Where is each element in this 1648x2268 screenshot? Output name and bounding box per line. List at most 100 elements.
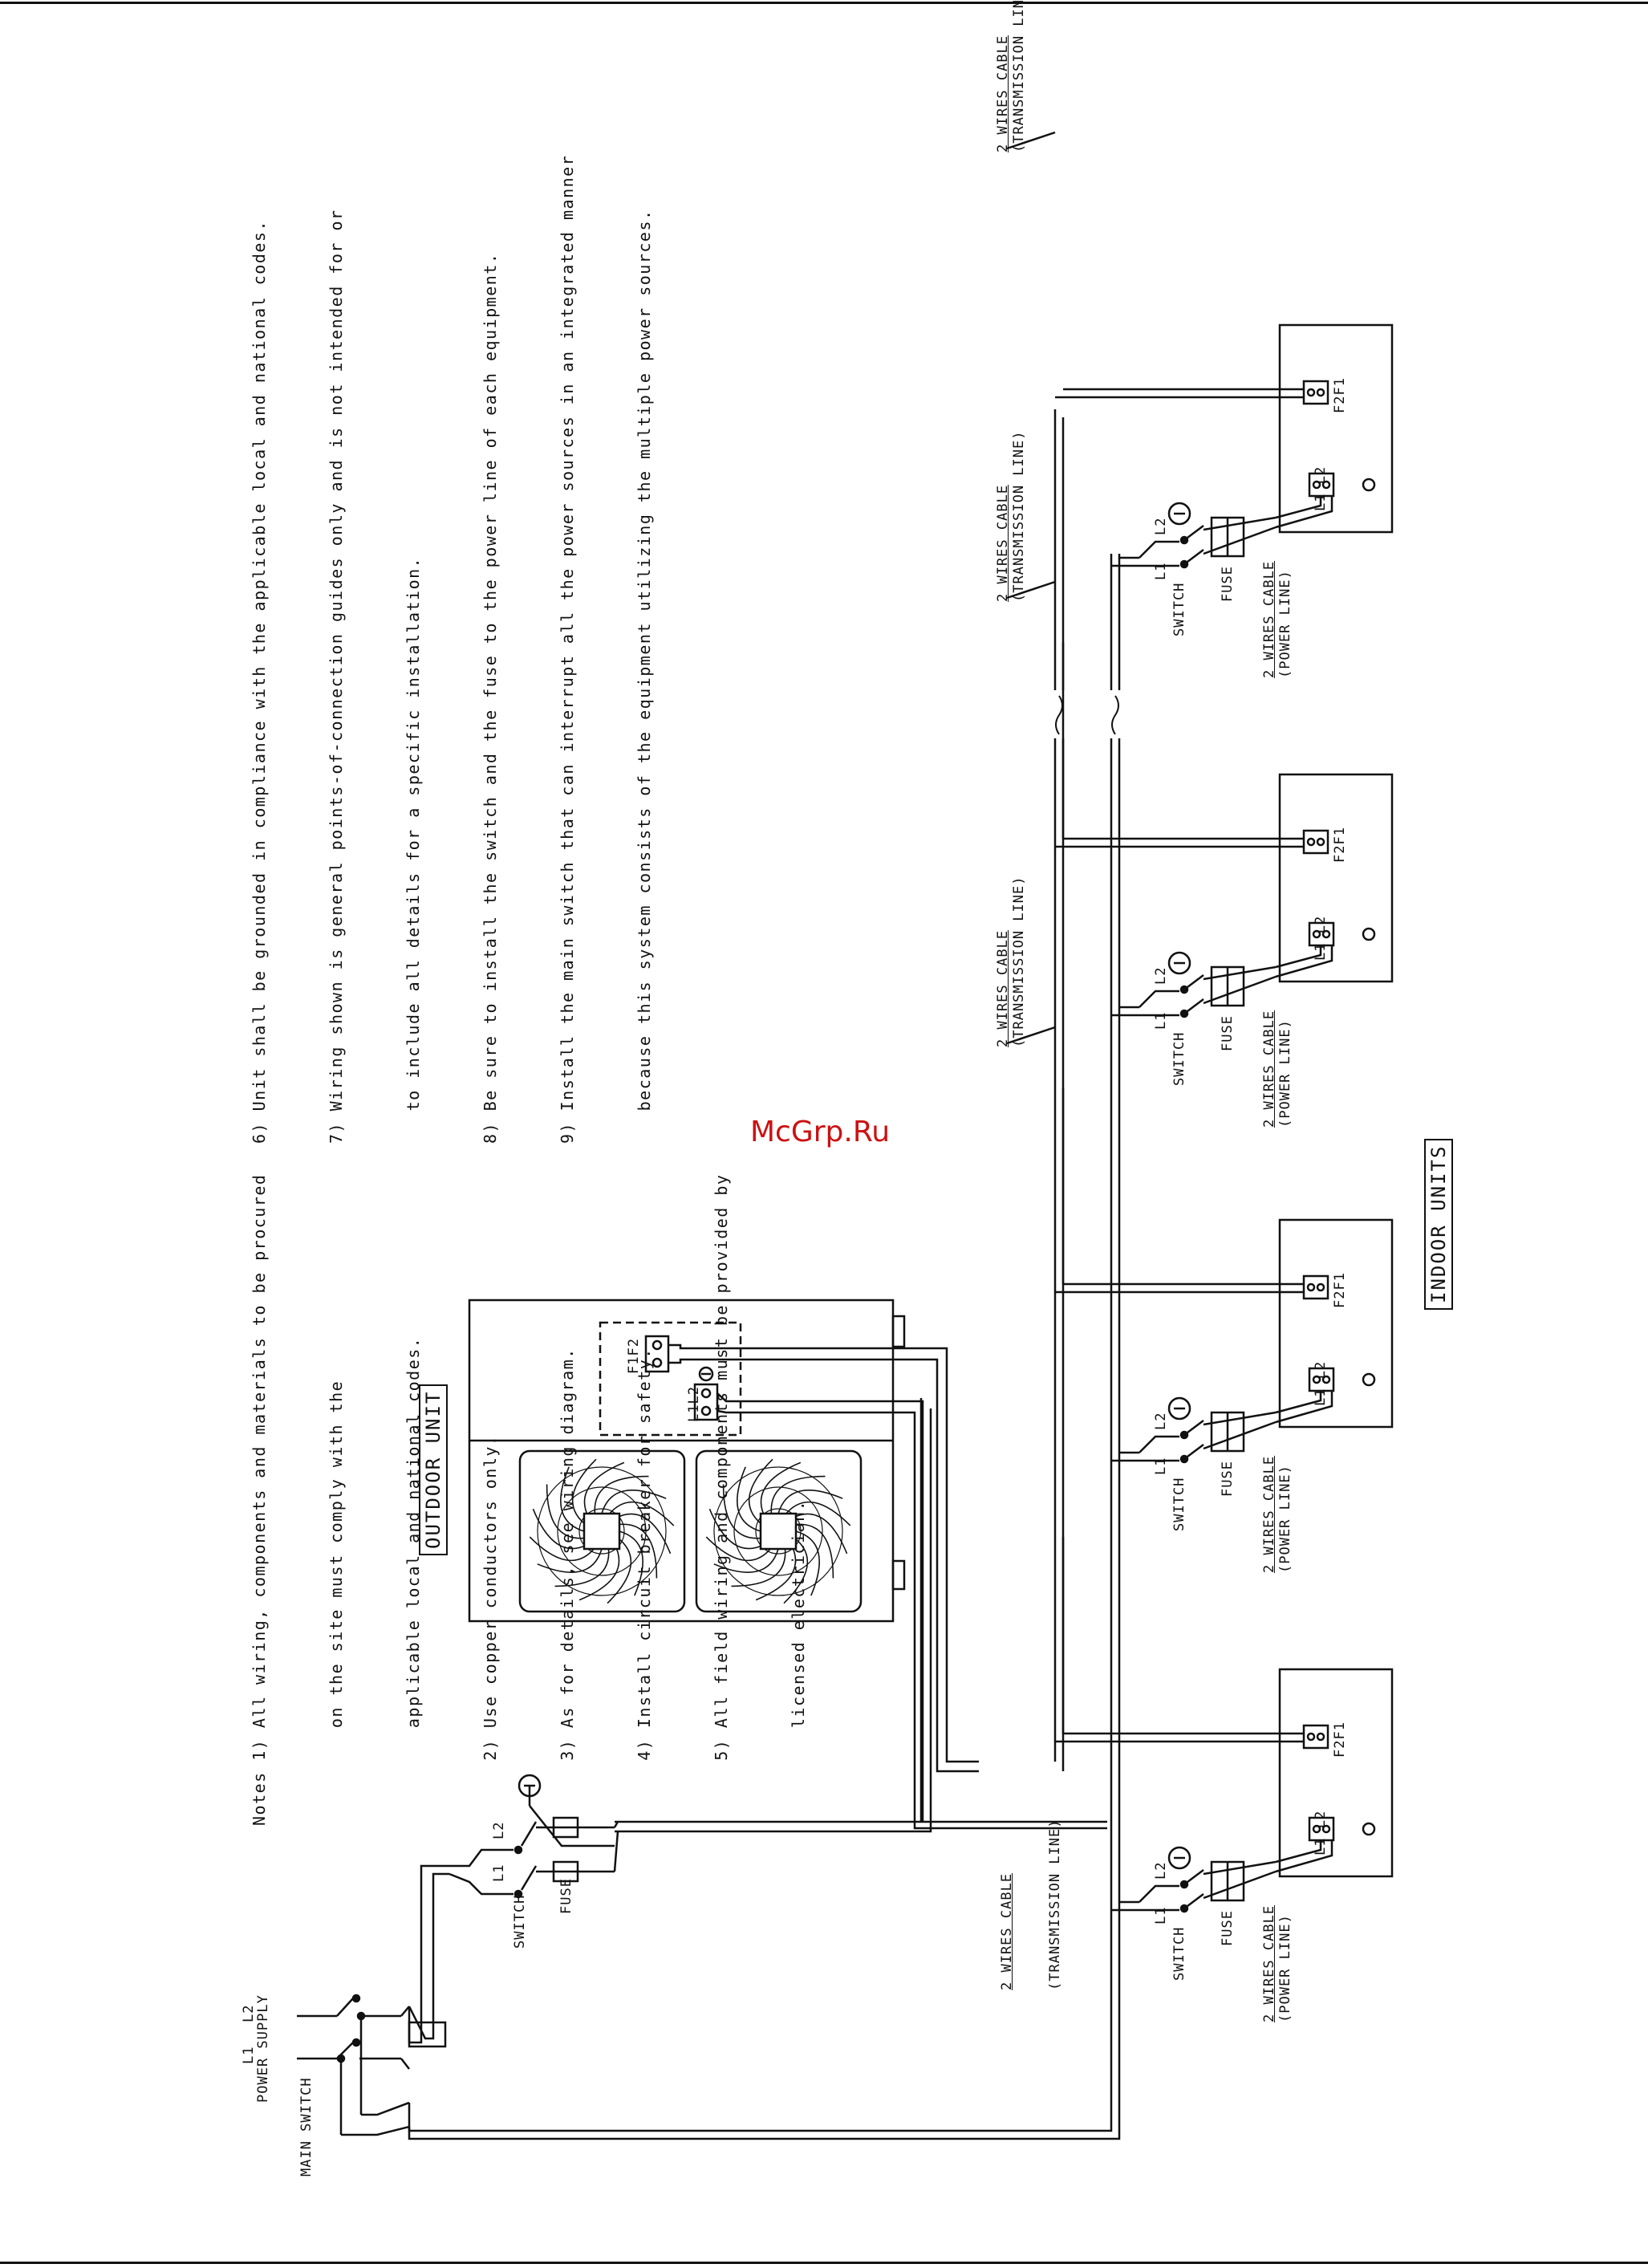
fan-blade — [790, 1513, 848, 1555]
fan-blade — [619, 1530, 643, 1596]
power-wire — [1139, 1884, 1179, 1903]
indoor-terminal-comm-label: F2F1 — [1332, 377, 1348, 413]
power-cable-label: 2 WIRES CABLE — [1261, 560, 1277, 678]
switch-blade — [1187, 549, 1204, 563]
terminal-screw — [1312, 929, 1321, 939]
fan-blade — [737, 1466, 761, 1532]
outdoor-wiring — [615, 1343, 1107, 1833]
fan-blade — [705, 1536, 773, 1562]
trunk-lines — [1053, 409, 1121, 1906]
outdoor-switch-l2: L2 — [491, 1821, 507, 1839]
switch-blade — [1187, 998, 1204, 1012]
power-wire — [1139, 540, 1179, 559]
power-wire — [1203, 1411, 1277, 1426]
cable-type: (TRANSMISSION LINE) — [1047, 1819, 1063, 1990]
terminal-screw — [1321, 480, 1331, 490]
fan-ring — [713, 1466, 843, 1596]
note-line: 4) Install circuit breaker for safety. — [635, 1347, 654, 1826]
power-wire — [1275, 1840, 1333, 1873]
cable-title: 2 WIRES CABLE — [999, 1872, 1015, 1990]
note-line: to include all details for a specific in… — [404, 556, 423, 1144]
switch-contact — [1179, 535, 1189, 545]
power-wire — [1203, 516, 1277, 531]
power-wire — [1139, 990, 1179, 1008]
note-line: licensed electrician. — [789, 1499, 808, 1826]
fan-blade — [722, 1484, 762, 1539]
outdoor-unit — [468, 1299, 906, 1623]
indoor-switch-l2: L2 — [1153, 1861, 1169, 1880]
indoor-terminal-power-label: L1 L2 — [1313, 465, 1329, 511]
fan-blade — [748, 1458, 773, 1526]
power-wire — [1139, 1435, 1179, 1453]
indoor-comm-terminal — [1302, 1724, 1329, 1750]
terminal-box — [599, 1321, 742, 1437]
indoor-fuse-label: FUSE — [1220, 1461, 1236, 1497]
switch-blade — [1187, 1893, 1204, 1907]
terminal-screw — [1316, 1732, 1325, 1742]
fan-blade — [755, 1543, 797, 1601]
terminal-screw — [1316, 837, 1325, 847]
switch-blade — [1187, 1444, 1204, 1457]
switch-contact — [1179, 1880, 1189, 1889]
ground-icon — [1167, 951, 1191, 975]
fan-blade — [594, 1475, 649, 1515]
fan-icon — [705, 1458, 851, 1604]
indoor-unit-box — [1278, 323, 1394, 534]
ground-icon — [1167, 1846, 1191, 1870]
fan-blade — [578, 1543, 620, 1601]
indoor-switch-label: SWITCH — [1171, 582, 1187, 636]
power-wire — [1275, 945, 1322, 969]
indoor-terminal-power-label: L1 L2 — [1313, 1360, 1329, 1406]
fan-ring — [578, 1508, 625, 1555]
transmission-cable-type: (TRANSMISSION LINE) — [1011, 430, 1027, 602]
transmission-cable-label: 2 WIRES CABLE — [995, 484, 1011, 602]
switch-contact — [1179, 1430, 1189, 1440]
power-cable-label: 2 WIRES CABLE — [1261, 1455, 1277, 1573]
fan-blade — [583, 1461, 625, 1519]
note-line: 5) All field wiring and components must … — [712, 1173, 731, 1826]
terminal-screw — [1306, 1282, 1316, 1292]
outdoor-switch-l1: L1 — [491, 1864, 507, 1882]
switch-blade — [1187, 525, 1204, 539]
switch-contact — [1179, 1454, 1189, 1464]
indoor-fuse-label: FUSE — [1220, 566, 1236, 602]
note-line: 7) Wiring shown is general points-of-con… — [327, 209, 346, 1144]
notes-left: Notes 1) All wiring, components and mate… — [195, 1174, 837, 1826]
ground-icon — [1362, 1372, 1376, 1387]
terminal-screw — [1321, 1375, 1331, 1384]
fan-blade — [777, 1490, 843, 1514]
fan-ring — [755, 1508, 802, 1555]
note-line: 6) Unit shall be grounded in compliance … — [250, 220, 269, 1144]
indoor-terminal-power-label: L1 L2 — [1313, 915, 1329, 961]
note-line: 2) Use copper conductors only. — [481, 1434, 500, 1826]
indoor-switch-l1: L1 — [1153, 562, 1169, 580]
ground-icon — [1362, 478, 1376, 492]
power-wire — [1275, 945, 1333, 978]
switch-blade — [1187, 974, 1204, 988]
terminal-screw — [1316, 388, 1325, 397]
notes-right: 6) Unit shall be grounded in compliance … — [195, 155, 683, 1144]
power-wire — [1203, 1870, 1277, 1900]
outdoor-f1f2-label: F1F2 — [626, 1338, 642, 1374]
power-cable-type: (POWER LINE) — [1277, 570, 1293, 678]
indoor-switch-l2: L2 — [1153, 966, 1169, 985]
indoor-switch-l2: L2 — [1153, 1412, 1169, 1430]
terminal-screw — [1312, 480, 1321, 490]
leader-line — [1006, 580, 1056, 600]
terminal-screw — [1306, 388, 1316, 397]
power-wire — [1275, 1391, 1322, 1414]
outdoor-unit-label: OUTDOOR UNIT — [419, 1384, 448, 1555]
fan-blade — [614, 1513, 672, 1555]
watermark: McGrp.Ru — [750, 1116, 891, 1148]
power-wire — [1203, 1860, 1277, 1876]
indoor-comm-terminal — [1302, 829, 1329, 855]
fan-blade — [708, 1508, 766, 1550]
power-cable-type: (POWER LINE) — [1277, 1019, 1293, 1128]
terminal-screw — [1312, 1375, 1321, 1384]
indoor-switch-l2: L2 — [1153, 517, 1169, 535]
fan-blade — [760, 1461, 802, 1519]
note-line: Notes 1) All wiring, components and mate… — [250, 1173, 269, 1826]
power-cable-type: (POWER LINE) — [1277, 1465, 1293, 1573]
terminal-screw — [1321, 1824, 1331, 1834]
fan-blade — [713, 1548, 779, 1573]
